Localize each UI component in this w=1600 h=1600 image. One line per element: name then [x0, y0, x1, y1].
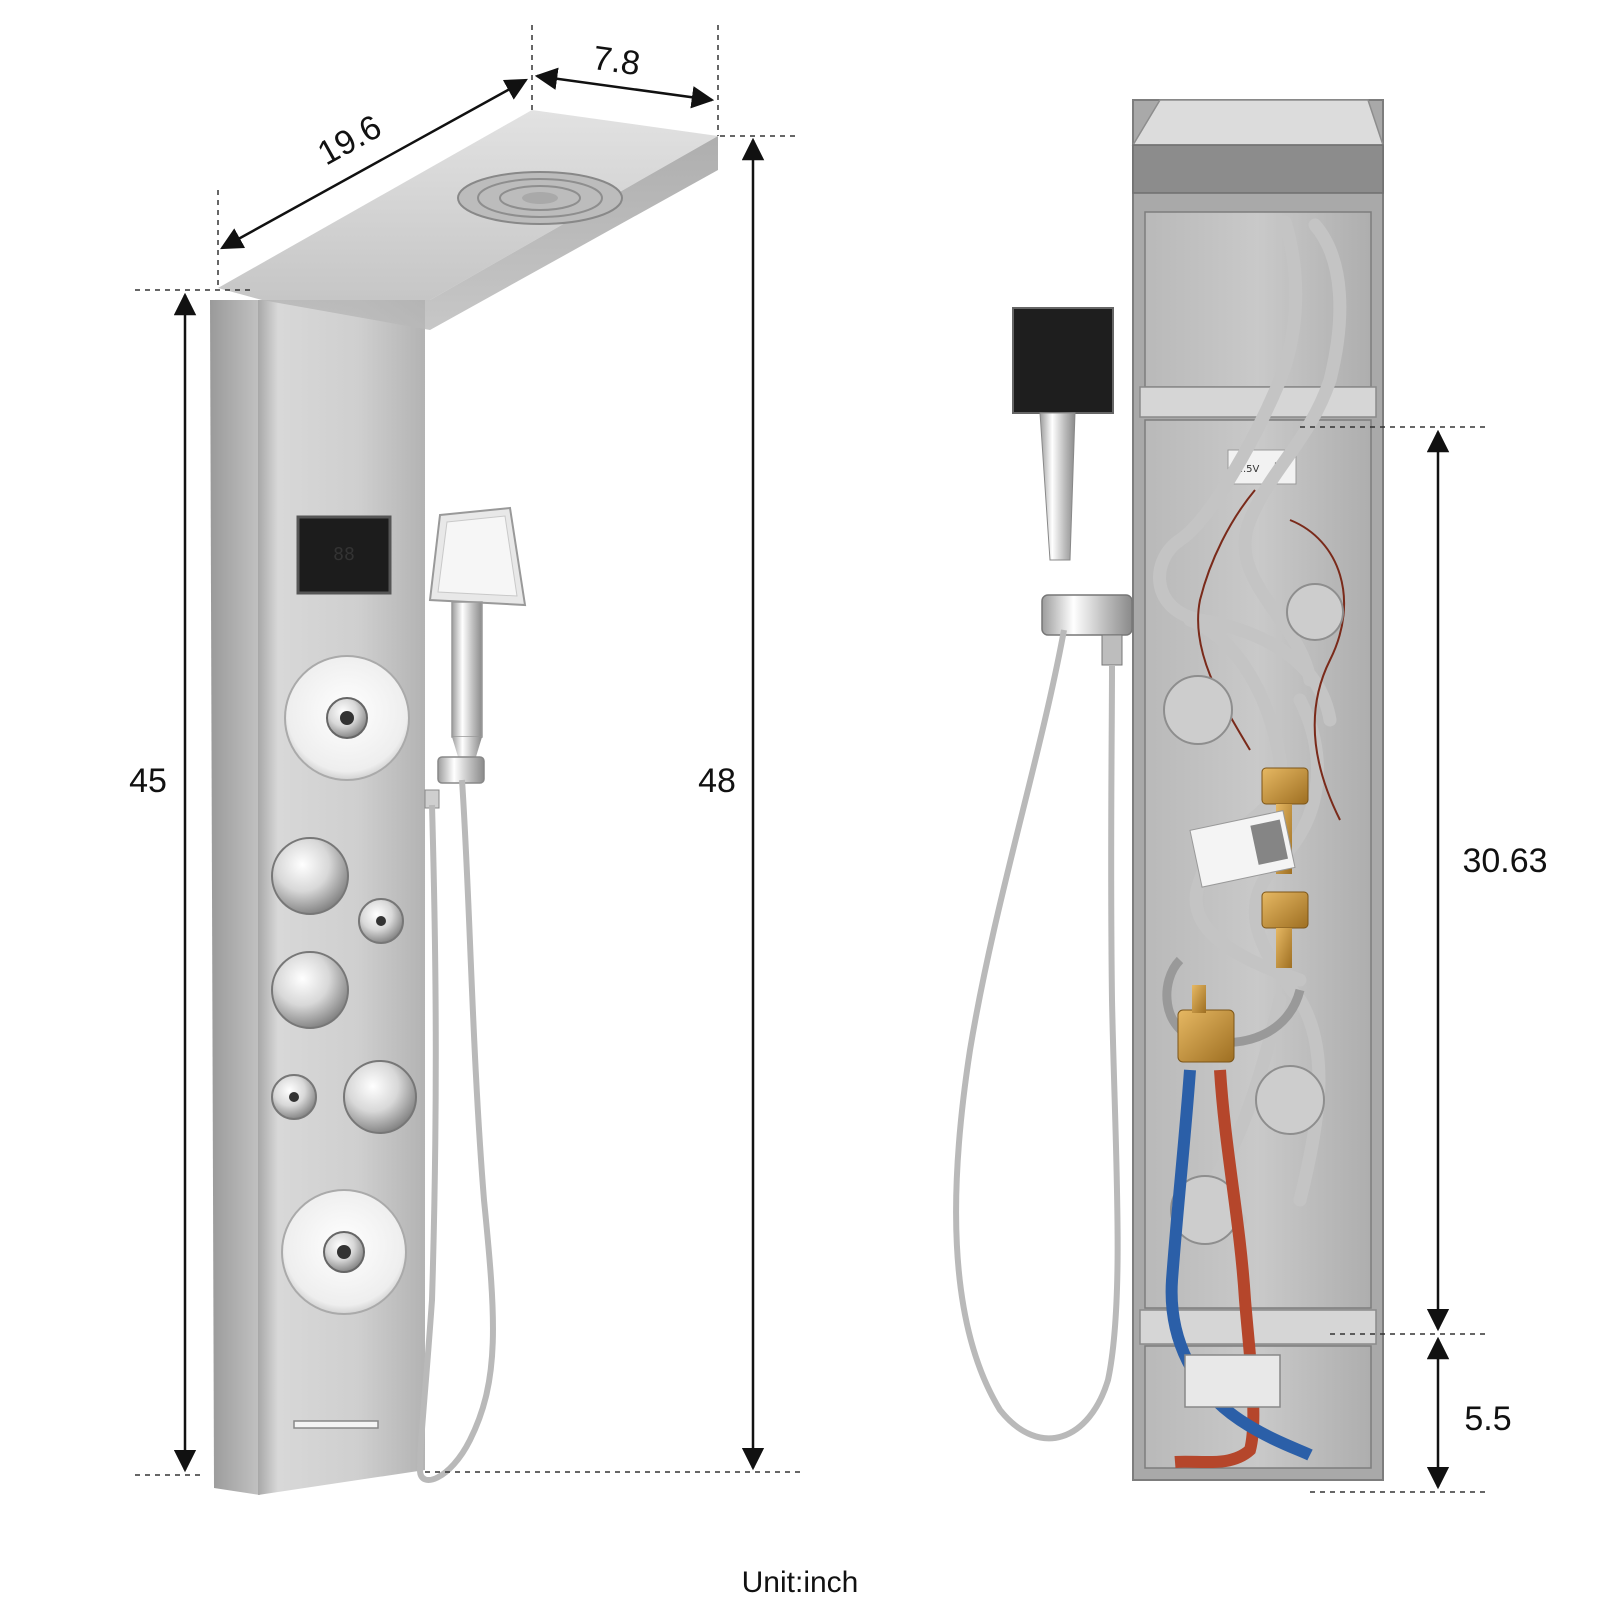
panel-top-cap: [1131, 99, 1385, 146]
diverter-knob-icon: [271, 951, 349, 1029]
back-hose-outlet-icon: [1101, 634, 1123, 666]
hand-shower-icon: [428, 506, 527, 770]
valve-section-label: 30.63: [1462, 842, 1547, 880]
instruction-tag-icon: [1189, 810, 1296, 888]
temperature-display-icon: 88: [296, 515, 392, 595]
front-shower-panel: 88: [210, 110, 718, 1495]
jet-housings-icon: [1163, 583, 1344, 1245]
panel-side-face: [210, 300, 260, 1495]
waterfall-spout-icon: [293, 1420, 379, 1429]
cold-supply-hose-icon: [1165, 1069, 1313, 1461]
back-hand-shower-icon: [1012, 307, 1114, 561]
hot-supply-hose-icon: [1174, 1069, 1260, 1469]
back-dimension-lines: [1300, 426, 1490, 1493]
lower-brass-valve-icon: [1261, 891, 1309, 968]
bottom-mount-plate-icon: [1184, 1354, 1281, 1408]
temperature-knob-icon: [271, 837, 349, 915]
svg-text:88: 88: [333, 544, 355, 565]
head-depth-label: 7.8: [590, 39, 642, 83]
hand-shower-holder-icon: [437, 756, 485, 784]
upper-massage-jet-icon: [284, 655, 410, 781]
small-jet-right-icon: [358, 898, 404, 944]
flow-knob-icon: [343, 1060, 417, 1134]
back-shower-panel: 1.5V F: [953, 99, 1385, 1481]
front-dimension-lines: [135, 25, 800, 1476]
total-height-label: 48: [698, 762, 736, 800]
back-shower-hose-icon: [953, 629, 1121, 1442]
back-hand-shower-holder-icon: [1041, 594, 1133, 636]
battery-voltage-label: 1.5V: [1237, 464, 1260, 475]
panel-top-band: [1132, 144, 1384, 194]
small-jet-left-icon: [271, 1074, 317, 1120]
lower-massage-jet-icon: [281, 1189, 407, 1315]
bottom-section-label: 5.5: [1464, 1400, 1511, 1438]
head-width-arrow: [220, 78, 528, 250]
unit-label: Unit:inch: [741, 1566, 859, 1599]
shower-hose-icon: [416, 779, 496, 1483]
panel-height-label: 45: [129, 762, 167, 800]
rain-head-front: [262, 136, 718, 330]
mixing-brass-valve-icon: [1177, 985, 1235, 1063]
rain-nozzle-icon: [457, 171, 623, 225]
head-depth-arrow: [534, 67, 715, 109]
upper-divider-bracket: [1139, 386, 1377, 418]
